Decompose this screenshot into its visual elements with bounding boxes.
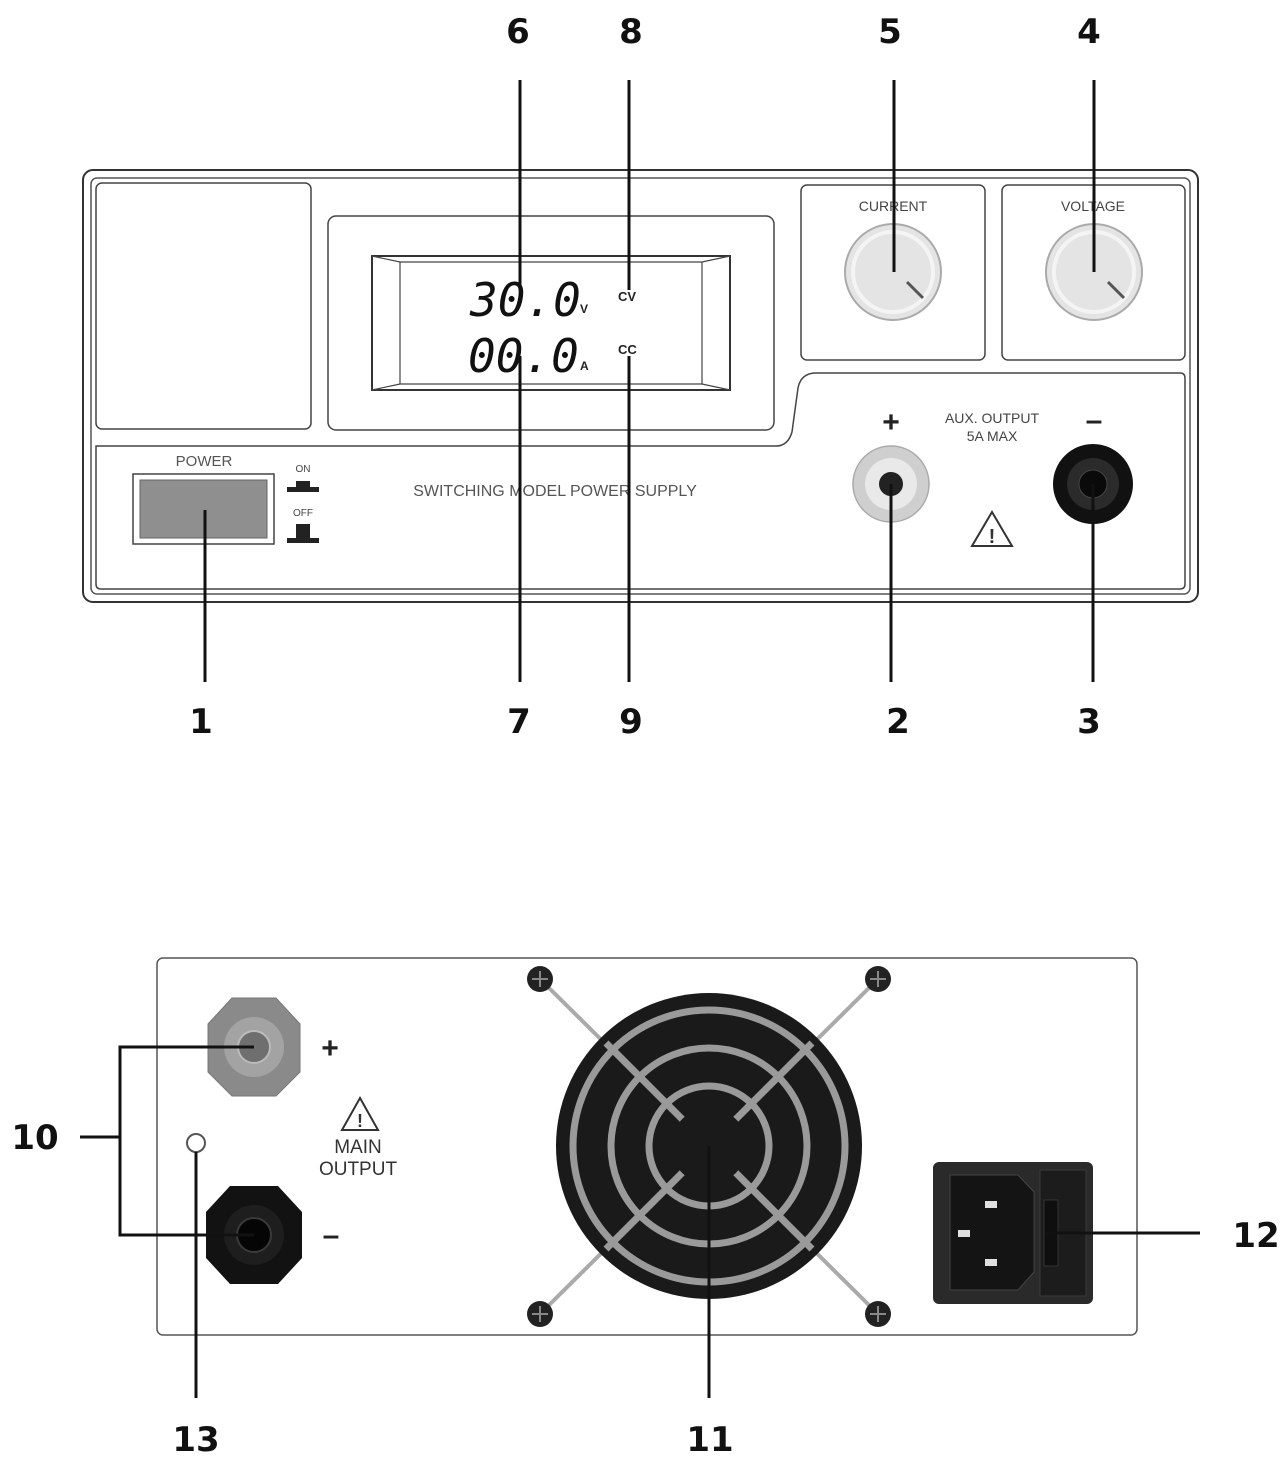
callout-12: 12 <box>1232 1216 1279 1256</box>
callout-6: 6 <box>506 12 530 52</box>
voltage-readout: 30.0 <box>469 273 581 327</box>
callout-4: 4 <box>1077 12 1101 52</box>
svg-text:!: ! <box>989 526 996 548</box>
rear-callout-lines <box>80 1045 1200 1398</box>
callout-3: 3 <box>1077 702 1101 742</box>
rear-panel: + – ! MAIN OUTPUT <box>156 957 1138 1336</box>
callout-10: 10 <box>11 1118 58 1158</box>
switch-off-symbol <box>296 524 310 538</box>
model-text: SWITCHING MODEL POWER SUPPLY <box>413 483 697 500</box>
callout-11: 11 <box>686 1420 733 1460</box>
power-label: POWER <box>176 453 233 470</box>
callout-2: 2 <box>886 702 910 742</box>
main-output-warning-icon: ! <box>340 1095 380 1131</box>
warning-icon: ! <box>970 510 1014 548</box>
aux-output-rating: 5A MAX <box>967 428 1018 444</box>
lower-panel-outline <box>95 372 1186 590</box>
fan-screws <box>527 966 891 1327</box>
main-minus-symbol: – <box>323 1219 340 1252</box>
callout-13: 13 <box>172 1420 219 1460</box>
main-plus-symbol: + <box>321 1032 339 1065</box>
callout-8: 8 <box>619 12 643 52</box>
aux-plus-symbol: + <box>882 406 900 439</box>
callout-1: 1 <box>189 702 213 742</box>
callout-5: 5 <box>878 12 902 52</box>
blank-panel-area <box>95 182 312 430</box>
switch-off-label: OFF <box>293 508 313 519</box>
current-readout: 00.0 <box>468 329 579 383</box>
aux-output-label: AUX. OUTPUT <box>945 410 1040 426</box>
front-callout-lines <box>203 80 1096 682</box>
aux-minus-symbol: – <box>1086 404 1103 437</box>
cc-indicator: CC <box>618 342 637 357</box>
main-output-label-2: OUTPUT <box>319 1159 398 1180</box>
current-unit: A <box>580 359 589 373</box>
callout-9: 9 <box>619 702 643 742</box>
ac-power-inlet[interactable] <box>933 1162 1093 1304</box>
switch-on-label: ON <box>296 464 311 475</box>
svg-text:!: ! <box>357 1111 363 1131</box>
front-panel: 30.0 V 00.0 A CV CC CURRENT VOLTAGE POWE… <box>82 169 1199 603</box>
cv-indicator: CV <box>618 289 636 304</box>
switch-on-symbol <box>296 481 310 487</box>
voltage-unit: V <box>580 302 588 316</box>
main-output-label: MAIN <box>334 1137 382 1158</box>
ground-hole <box>186 1133 206 1153</box>
callout-7: 7 <box>507 702 531 742</box>
